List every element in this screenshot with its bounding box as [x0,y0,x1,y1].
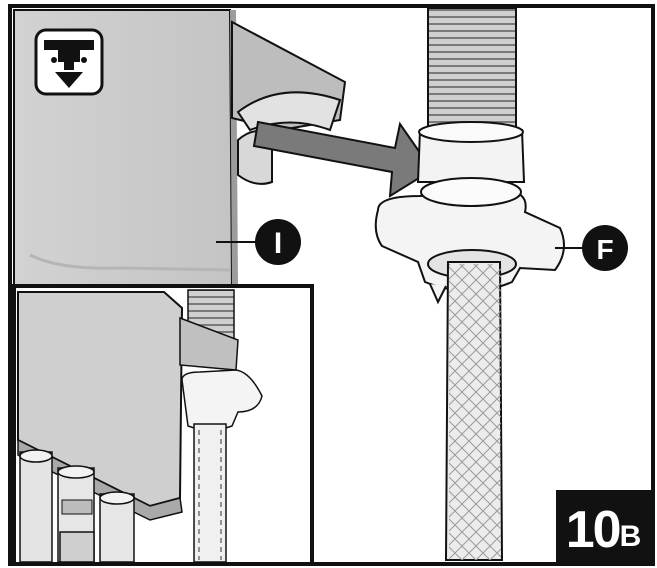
step-number: 10 [565,501,622,559]
step-badge: 10 B [556,490,651,562]
callout-f-label: F [596,234,613,265]
callout-i-label: I [274,227,282,260]
callout-i-marker [255,219,301,265]
threaded-pipe [427,7,517,139]
direction-arrow [252,120,434,198]
inset-fittings [19,449,135,563]
step-suffix: B [619,520,642,553]
callout-f-marker [582,225,628,271]
inset-hose [193,423,227,563]
drain-down-arrow-icon [34,28,104,96]
wing-nut [374,188,565,292]
